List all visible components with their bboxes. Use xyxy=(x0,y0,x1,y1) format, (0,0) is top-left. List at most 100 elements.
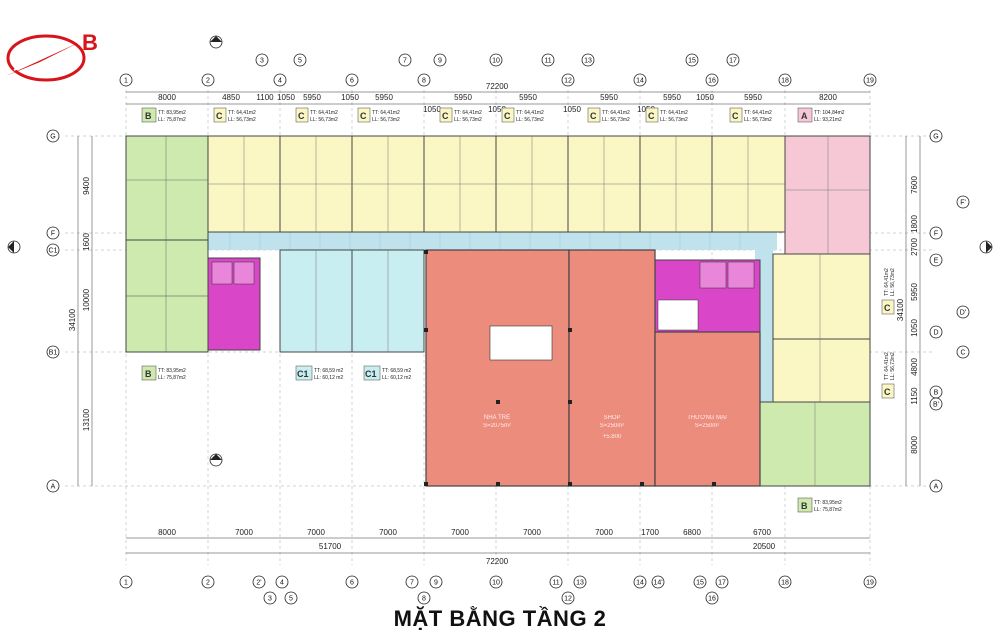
svg-text:19: 19 xyxy=(866,78,874,85)
unit-c-east-2 xyxy=(772,338,871,403)
toilet-block xyxy=(489,325,553,361)
bottom-dimensions: 8000 7000 7000 7000 7000 7000 7000 1700 … xyxy=(158,528,776,566)
svg-text:B: B xyxy=(145,369,152,379)
unit-c-east-1 xyxy=(772,253,871,340)
svg-text:7: 7 xyxy=(410,580,414,587)
room-nha-tre xyxy=(425,249,570,487)
svg-text:8: 8 xyxy=(422,596,426,603)
svg-text:LL: 56,73m2: LL: 56,73m2 xyxy=(890,352,896,380)
svg-text:B: B xyxy=(801,501,808,511)
svg-text:C1: C1 xyxy=(49,248,58,255)
svg-text:7000: 7000 xyxy=(451,528,469,537)
svg-text:11: 11 xyxy=(552,580,559,587)
room-label-nha-tre: NHÀ TRẺ S=2075m² xyxy=(483,414,511,429)
svg-text:72200: 72200 xyxy=(486,557,509,566)
unit-tag-c-2: C TT: 64,41m2 LL: 56,73m2 xyxy=(295,107,338,123)
svg-text:1050: 1050 xyxy=(563,105,581,114)
unit-b-west xyxy=(125,135,209,353)
svg-text:15: 15 xyxy=(688,58,696,65)
north-unit-partitions xyxy=(208,136,785,232)
svg-text:TT: 64,41m2: TT: 64,41m2 xyxy=(228,110,256,116)
svg-text:8200: 8200 xyxy=(819,93,837,102)
svg-text:51700: 51700 xyxy=(319,542,342,551)
svg-text:18: 18 xyxy=(781,580,789,587)
unit-tag-c-6: C TT: 64,41m2 LL: 56,73m2 xyxy=(587,107,630,123)
svg-text:6: 6 xyxy=(350,78,354,85)
svg-text:1050: 1050 xyxy=(423,105,441,114)
svg-text:C: C xyxy=(648,111,655,121)
svg-text:2': 2' xyxy=(256,580,261,587)
svg-text:8000: 8000 xyxy=(910,436,919,454)
svg-text:C: C xyxy=(298,111,305,121)
svg-text:13100: 13100 xyxy=(82,408,91,431)
svg-text:8: 8 xyxy=(422,78,426,85)
unit-tag-c-east-1: C TT: 64,41m2 LL: 56,73m2 xyxy=(881,268,896,315)
svg-text:D: D xyxy=(933,330,938,337)
svg-text:10: 10 xyxy=(492,580,500,587)
left-dimensions: 9400 1600 10000 13100 34100 xyxy=(68,177,91,432)
svg-text:72200: 72200 xyxy=(486,82,509,91)
svg-text:5: 5 xyxy=(298,58,302,65)
svg-text:5950: 5950 xyxy=(303,93,321,102)
svg-text:THƯƠNG MẠI: THƯƠNG MẠI xyxy=(687,415,727,421)
svg-text:1600: 1600 xyxy=(82,233,91,251)
svg-text:LL: 75,87m2: LL: 75,87m2 xyxy=(158,375,186,381)
svg-text:C1: C1 xyxy=(297,369,309,379)
grid-bubbles-left xyxy=(46,129,60,493)
grid-bubbles-bottom xyxy=(119,575,877,605)
svg-text:17: 17 xyxy=(729,58,737,65)
svg-text:12: 12 xyxy=(564,78,572,85)
svg-text:LL: 60,12 m2: LL: 60,12 m2 xyxy=(314,375,343,381)
svg-text:LL: 56,73m2: LL: 56,73m2 xyxy=(516,117,544,123)
unit-tag-c-3: C TT: 64,41m2 LL: 56,73m2 xyxy=(357,107,400,123)
svg-text:S=250m²: S=250m² xyxy=(695,423,720,429)
svg-text:2700: 2700 xyxy=(910,238,919,256)
unit-tag-a: A TT: 104,84m2 LL: 93,21m2 xyxy=(797,107,845,123)
svg-text:5: 5 xyxy=(289,596,293,603)
svg-text:B: B xyxy=(934,390,939,397)
room-thuong-mai xyxy=(654,331,761,487)
svg-text:14: 14 xyxy=(636,580,644,587)
svg-text:TT: 83,95m2: TT: 83,95m2 xyxy=(158,368,186,374)
svg-text:D': D' xyxy=(960,310,966,317)
svg-text:TT: 64,41m2: TT: 64,41m2 xyxy=(602,110,630,116)
svg-text:7000: 7000 xyxy=(307,528,325,537)
unit-tag-b-se: B TT: 83,95m2 LL: 75,87m2 xyxy=(797,497,842,513)
svg-text:5950: 5950 xyxy=(744,93,762,102)
svg-text:A: A xyxy=(51,484,56,491)
svg-text:1050: 1050 xyxy=(341,93,359,102)
unit-tag-c-east-2: C TT: 64,41m2 LL: 56,73m2 xyxy=(881,352,896,399)
grid-bubbles-right xyxy=(929,129,970,493)
svg-text:C: C xyxy=(442,111,449,121)
svg-text:LL: 56,73m2: LL: 56,73m2 xyxy=(890,268,896,296)
svg-text:5950: 5950 xyxy=(663,93,681,102)
svg-text:9: 9 xyxy=(434,580,438,587)
svg-text:1100: 1100 xyxy=(256,93,274,102)
svg-text:A: A xyxy=(801,111,808,121)
svg-text:G: G xyxy=(50,134,55,141)
svg-text:5950: 5950 xyxy=(519,93,537,102)
svg-text:LL: 56,73m2: LL: 56,73m2 xyxy=(660,117,688,123)
svg-text:4: 4 xyxy=(278,78,282,85)
svg-text:5950: 5950 xyxy=(375,93,393,102)
svg-text:14: 14 xyxy=(636,78,644,85)
svg-text:C: C xyxy=(960,350,965,357)
svg-text:TT: 104,84m2: TT: 104,84m2 xyxy=(814,110,845,116)
svg-text:13: 13 xyxy=(584,58,592,65)
svg-text:C: C xyxy=(216,111,223,121)
svg-text:TT: 64,41m2: TT: 64,41m2 xyxy=(516,110,544,116)
unit-tag-c1-2: C1 TT: 68,59 m2 LL: 60,12 m2 xyxy=(363,365,411,381)
svg-text:LL: 56,73m2: LL: 56,73m2 xyxy=(310,117,338,123)
svg-text:TT: 83,95m2: TT: 83,95m2 xyxy=(814,500,842,506)
svg-text:TT: 64,41m2: TT: 64,41m2 xyxy=(454,110,482,116)
grid-bubbles-top xyxy=(119,53,877,87)
svg-text:NHÀ TRẺ: NHÀ TRẺ xyxy=(484,414,510,421)
svg-text:16: 16 xyxy=(708,78,716,85)
unit-tag-c-5: C TT: 64,41m2 LL: 56,73m2 xyxy=(501,107,544,123)
svg-text:LL: 60,12 m2: LL: 60,12 m2 xyxy=(382,375,411,381)
page-title: MẶT BẰNG TẦNG 2 xyxy=(393,606,607,631)
section-marker-icons xyxy=(7,35,993,467)
